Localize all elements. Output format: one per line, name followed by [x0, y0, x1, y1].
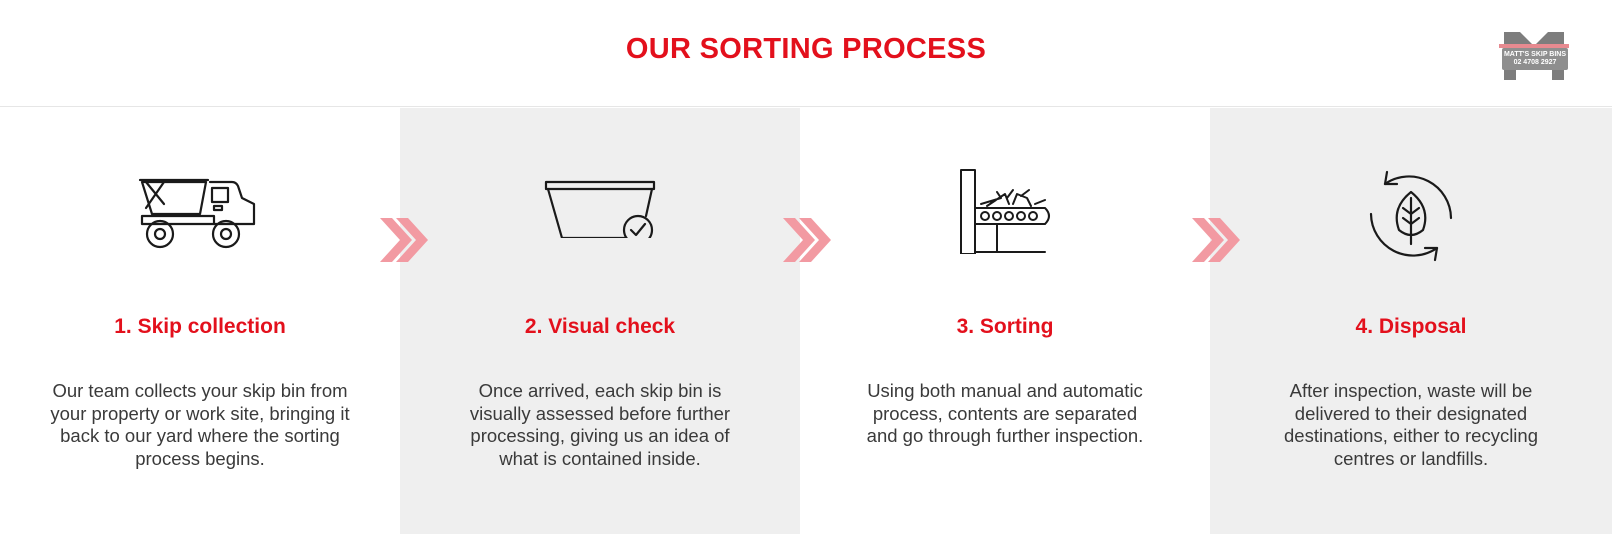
header: OUR SORTING PROCESS MATT'S SKIP BINS 02 …	[0, 0, 1612, 107]
conveyor-sorting-icon	[957, 168, 1053, 259]
step-title: 1. Skip collection	[114, 315, 286, 338]
logo-band: MATT'S SKIP BINS 02 4708 2927	[1502, 48, 1568, 70]
step-description: After inspection, waste will be delivere…	[1284, 380, 1538, 469]
double-chevron-icon	[380, 218, 428, 262]
step-description: Using both manual and automatic process,…	[866, 380, 1144, 446]
logo-phone: 02 4708 2927	[1513, 59, 1557, 66]
step-panel-3: 3. Sorting Using both manual and automat…	[800, 108, 1210, 534]
step-title: 2. Visual check	[524, 315, 676, 338]
skip-truck-icon	[138, 168, 262, 257]
page-title: OUR SORTING PROCESS	[625, 33, 987, 65]
step-panel-1: 1. Skip collection Our team collects you…	[0, 108, 400, 534]
step-title: 3. Sorting	[956, 315, 1054, 338]
step-description: Once arrived, each skip bin is visually …	[469, 380, 731, 469]
step-panel-2: 2. Visual check Once arrived, each skip …	[400, 108, 800, 534]
recycle-leaf-icon	[1363, 168, 1459, 269]
company-logo[interactable]: MATT'S SKIP BINS 02 4708 2927	[1498, 30, 1570, 82]
step-title: 4. Disposal	[1355, 315, 1467, 338]
double-chevron-icon	[783, 218, 831, 262]
logo-name: MATT'S SKIP BINS	[1503, 51, 1567, 58]
skip-bin-check-icon	[542, 168, 658, 246]
double-chevron-icon	[1192, 218, 1240, 262]
step-description: Our team collects your skip bin from you…	[50, 380, 350, 469]
step-panel-4: 4. Disposal After inspection, waste will…	[1210, 108, 1612, 534]
